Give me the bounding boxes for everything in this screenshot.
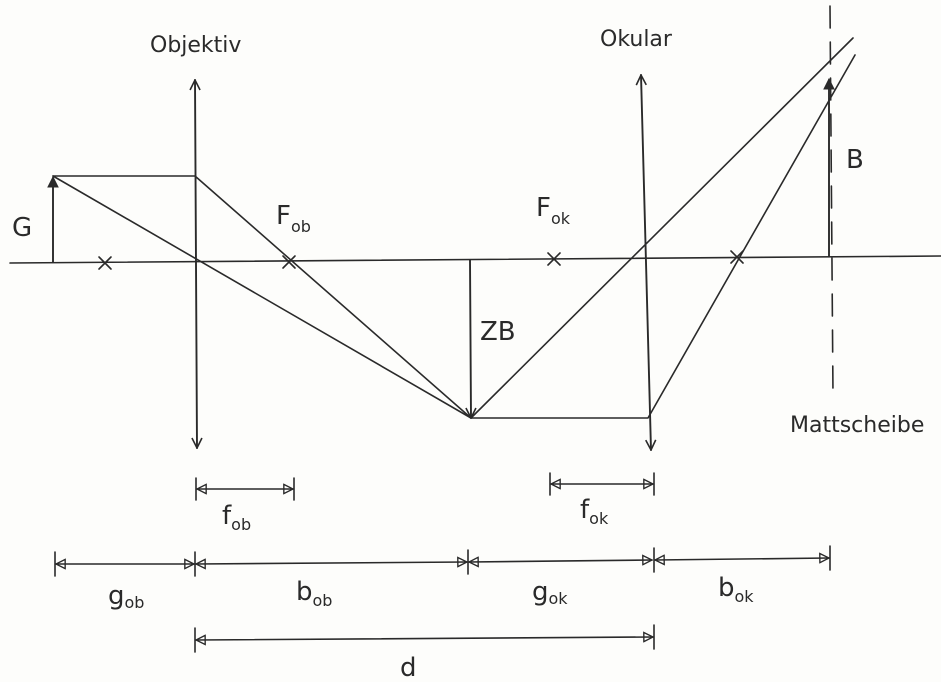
label-f-ok-length: fok [580,495,609,528]
label-f-ok-focal: Fok [536,193,571,228]
label-okular: Okular [600,27,673,52]
ray-center-eyepiece [470,37,854,419]
focal-mark-right-eyepiece [730,250,744,264]
eyepiece-lens [641,75,651,450]
ray-parallel-eyepiece [470,54,856,419]
focal-mark-left-objective [98,256,112,270]
screen-dashed-line [829,5,834,396]
ray-parallel-objective [52,175,472,419]
focal-mark-f-ok [547,252,561,266]
focal-mark-f-ob [282,255,296,269]
ray-center-objective [52,175,472,419]
dimension-b-ob [196,562,467,564]
optical-axis [9,255,941,264]
dimension-g-ok [469,560,652,562]
label-d: d [400,653,417,682]
label-zb: ZB [480,317,516,347]
label-g-ok: gok [532,577,568,608]
label-b-ob: bob [296,577,332,610]
objective-lens [195,80,197,448]
label-mattscheibe: Mattscheibe [790,413,924,438]
label-g: G [12,213,32,243]
label-f-ob-focal: Fob [276,201,311,236]
dimension-b-ok [655,558,829,560]
label-b-ok: bok [718,573,754,606]
label-b: B [846,145,864,175]
label-objektiv: Objektiv [150,33,241,58]
intermediate-image-arrow-zb [470,259,471,418]
label-f-ob-length: fob [222,501,251,534]
dimension-d [196,637,653,640]
label-g-ob: gob [108,581,144,612]
